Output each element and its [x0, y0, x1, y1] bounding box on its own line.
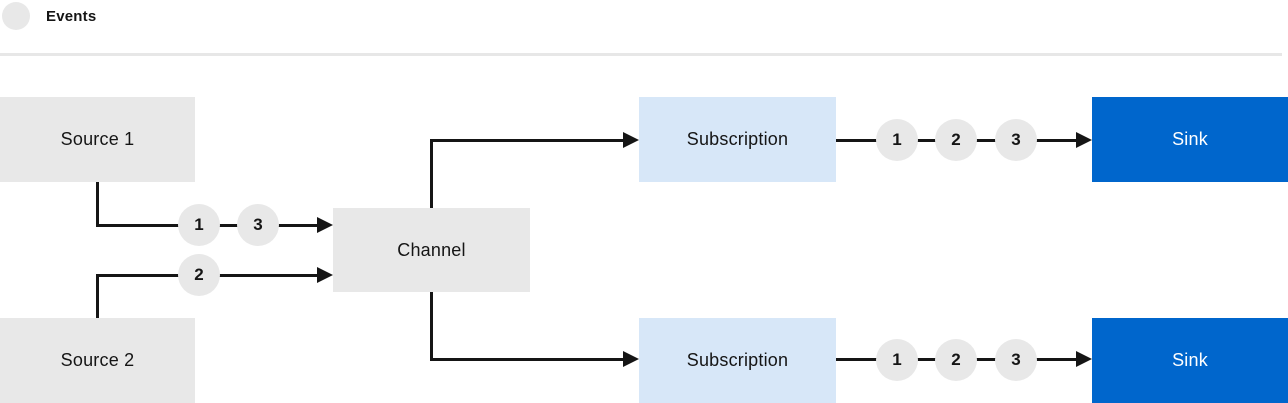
- arrowhead-channel-to-subscription-bottom-icon: [623, 351, 639, 367]
- subscription-bottom-label: Subscription: [686, 350, 789, 370]
- arrowhead-source2-to-channel-icon: [317, 267, 333, 283]
- event-circle-3-subscription-bottom-line: 3: [995, 339, 1037, 381]
- arrowhead-subscription-bottom-to-sink-icon: [1076, 351, 1092, 367]
- event-circle-1-subscription-top-line: 1: [876, 119, 918, 161]
- subscription-top-node: Subscription: [639, 97, 836, 182]
- connector-source1-stub: [96, 182, 99, 227]
- sink-bottom-label: Sink: [1172, 350, 1208, 370]
- connector-source2-stub: [96, 274, 99, 318]
- source1-node: Source 1: [0, 97, 195, 182]
- subscription-bottom-node: Subscription: [639, 318, 836, 403]
- subscription-top-label: Subscription: [686, 129, 789, 149]
- channel-node: Channel: [333, 208, 530, 292]
- connector-channel-to-subscription-top: [430, 139, 623, 142]
- connector-channel-down-stub: [430, 292, 433, 361]
- arrowhead-source1-to-channel-icon: [317, 217, 333, 233]
- source1-label: Source 1: [60, 129, 135, 149]
- connector-channel-up-stub: [430, 139, 433, 208]
- connector-channel-to-subscription-bottom: [430, 358, 623, 361]
- source2-node: Source 2: [0, 318, 195, 403]
- event-circle-1-source1-line: 1: [178, 204, 220, 246]
- event-circle-3-source1-line: 3: [237, 204, 279, 246]
- event-circle-2-subscription-top-line: 2: [935, 119, 977, 161]
- event-circle-2-source2-line: 2: [178, 254, 220, 296]
- event-circle-3-subscription-top-line: 3: [995, 119, 1037, 161]
- divider: [0, 53, 1282, 56]
- channel-label: Channel: [397, 239, 466, 260]
- source2-label: Source 2: [60, 350, 135, 370]
- arrowhead-subscription-top-to-sink-icon: [1076, 132, 1092, 148]
- event-circle-2-subscription-bottom-line: 2: [935, 339, 977, 381]
- events-legend-icon: [2, 2, 30, 30]
- event-circle-1-subscription-bottom-line: 1: [876, 339, 918, 381]
- events-legend-label: Events: [46, 7, 97, 25]
- arrowhead-channel-to-subscription-top-icon: [623, 132, 639, 148]
- sink-top-node: Sink: [1092, 97, 1288, 182]
- sink-top-label: Sink: [1172, 129, 1208, 149]
- sink-bottom-node: Sink: [1092, 318, 1288, 403]
